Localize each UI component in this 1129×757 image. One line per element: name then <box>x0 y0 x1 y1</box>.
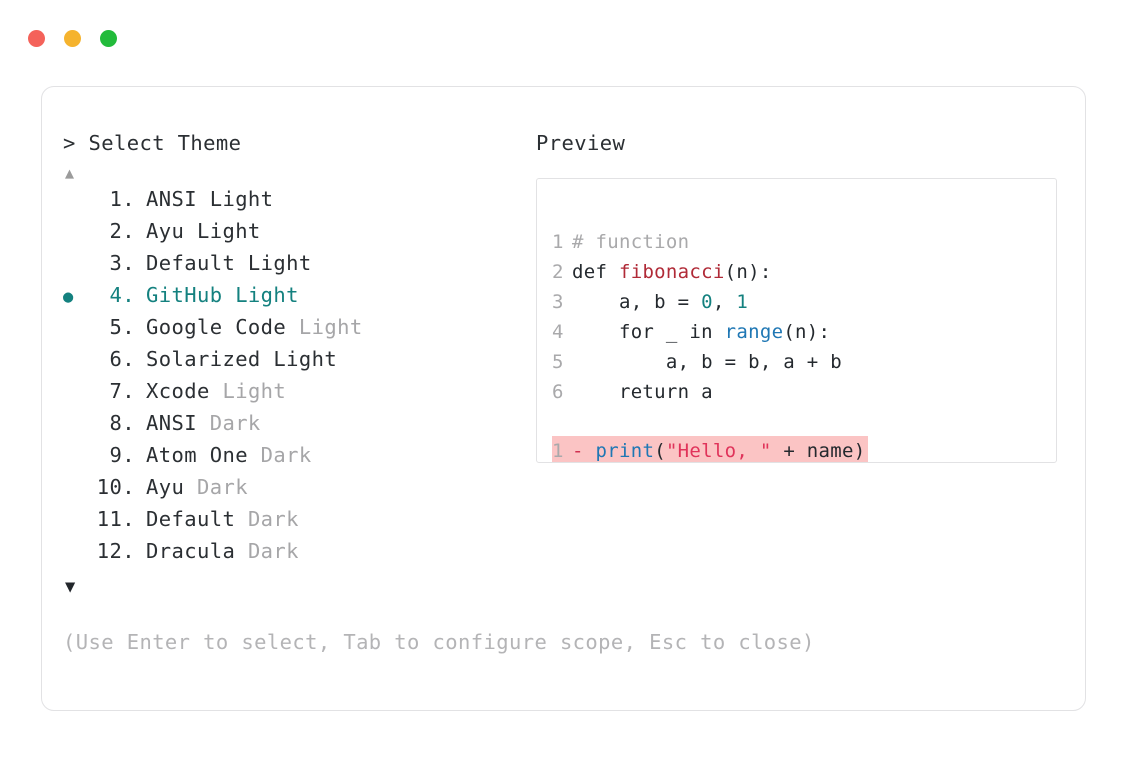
theme-list-item[interactable]: 1. ANSI Light <box>63 187 533 219</box>
code-token: (n): <box>783 320 831 343</box>
code-line: 4 for _ in range(n): <box>537 317 1056 347</box>
theme-list-item[interactable]: 8. ANSI Dark <box>63 411 533 443</box>
theme-item-label: Google Code Light <box>146 314 363 339</box>
theme-list-item[interactable]: 11. Default Dark <box>63 507 533 539</box>
theme-list: 1. ANSI Light 2. Ayu Light 3. Default Light ● 4… <box>63 187 533 571</box>
theme-item-variant: Light <box>209 378 287 403</box>
theme-picker-card: > Select Theme ▲ 1. ANSI Light 2. Ayu Light… <box>41 86 1086 711</box>
close-window-button[interactable] <box>28 30 45 47</box>
code-token: 1 <box>736 290 749 313</box>
line-number: 4 <box>552 320 564 343</box>
code-token: range <box>724 320 784 343</box>
theme-item-variant: Dark <box>247 442 312 467</box>
theme-item-variant: Dark <box>235 506 299 531</box>
theme-item-label: Ayu Dark <box>146 474 248 499</box>
code-token: print <box>595 439 655 462</box>
theme-item-number: 6. <box>109 346 135 371</box>
minimize-window-button[interactable] <box>64 30 81 47</box>
selected-bullet-icon: ● <box>63 286 74 307</box>
line-number: 6 <box>552 380 564 403</box>
theme-item-number: 4. <box>109 282 135 307</box>
code-line: 1 # function <box>537 227 1056 257</box>
line-number: 3 <box>552 290 564 313</box>
maximize-window-button[interactable] <box>100 30 117 47</box>
theme-list-item[interactable]: 10. Ayu Dark <box>63 475 533 507</box>
keyboard-hint: (Use Enter to select, Tab to configure s… <box>63 630 815 654</box>
code-diff-spacer <box>537 407 1056 436</box>
theme-item-label: ANSI Light <box>146 186 274 211</box>
code-token: fibonacci <box>618 260 725 283</box>
theme-item-variant: Dark <box>235 538 299 563</box>
theme-item-number: 10. <box>96 474 135 499</box>
line-number: 2 <box>552 260 564 283</box>
theme-selector-pane: > Select Theme ▲ 1. ANSI Light 2. Ayu Light… <box>63 131 533 597</box>
code-token: a, b = <box>572 290 702 313</box>
theme-item-number: 3. <box>109 250 135 275</box>
code-token: , <box>712 290 737 313</box>
theme-item-number: 5. <box>109 314 135 339</box>
code-token: + name) <box>771 439 866 462</box>
theme-item-number: 11. <box>96 506 135 531</box>
scroll-down-icon[interactable]: ▼ <box>65 576 76 597</box>
theme-item-number: 2. <box>109 218 135 243</box>
theme-list-item[interactable]: 6. Solarized Light <box>63 347 533 379</box>
theme-item-variant: Dark <box>196 410 261 435</box>
preview-label: Preview <box>536 131 626 155</box>
theme-item-label: Dracula Dark <box>146 538 299 563</box>
theme-item-variant: Dark <box>184 474 248 499</box>
diff-marker: - <box>572 439 596 462</box>
theme-list-item[interactable]: 9. Atom One Dark <box>63 443 533 475</box>
scroll-up-icon[interactable]: ▲ <box>65 163 75 182</box>
theme-item-label: Default Light <box>146 250 312 275</box>
theme-list-item[interactable]: 2. Ayu Light <box>63 219 533 251</box>
code-token: (n): <box>724 260 772 283</box>
code-line: 3 a, b = 0, 1 <box>537 287 1056 317</box>
code-token: return a <box>572 380 713 403</box>
code-token: ( <box>654 439 666 462</box>
diff-removed-line: 1- print("Hello, " + name) <box>537 435 1056 462</box>
theme-item-number: 7. <box>109 378 135 403</box>
theme-list-item[interactable]: 3. Default Light <box>63 251 533 283</box>
theme-list-item[interactable]: ● 4. GitHub Light <box>63 283 533 315</box>
theme-item-label: GitHub Light <box>146 282 299 307</box>
code-line: 2 def fibonacci(n): <box>537 257 1056 287</box>
code-token: for _ in <box>572 320 725 343</box>
theme-item-label: Ayu Light <box>146 218 261 243</box>
window-controls <box>28 30 117 47</box>
theme-item-label: Xcode Light <box>146 378 287 403</box>
theme-item-variant: Light <box>286 314 363 339</box>
code-token: a, b = b, a + b <box>572 350 842 373</box>
page-title: > Select Theme <box>63 131 242 155</box>
theme-list-item[interactable]: 12. Dracula Dark <box>63 539 533 571</box>
code-line: 6 return a <box>537 377 1056 407</box>
theme-list-item[interactable]: 5. Google Code Light <box>63 315 533 347</box>
theme-item-label: ANSI Dark <box>146 410 261 435</box>
theme-item-label: Atom One Dark <box>146 442 312 467</box>
diff-highlight: 1- print("Hello, " + name) <box>552 435 868 462</box>
line-number: 1 <box>552 439 564 462</box>
theme-item-number: 9. <box>109 442 135 467</box>
line-number: 1 <box>552 230 564 253</box>
theme-item-number: 8. <box>109 410 135 435</box>
code-line: 5 a, b = b, a + b <box>537 347 1056 377</box>
line-number: 5 <box>552 350 564 373</box>
code-token: 0 <box>701 290 713 313</box>
code-token: # function <box>572 230 690 253</box>
theme-item-number: 12. <box>96 538 135 563</box>
theme-list-item[interactable]: 7. Xcode Light <box>63 379 533 411</box>
code-token: "Hello, " <box>665 439 772 462</box>
code-token: def <box>572 260 619 283</box>
theme-item-label: Solarized Light <box>146 346 338 371</box>
theme-item-number: 1. <box>109 186 135 211</box>
theme-item-label: Default Dark <box>146 506 299 531</box>
